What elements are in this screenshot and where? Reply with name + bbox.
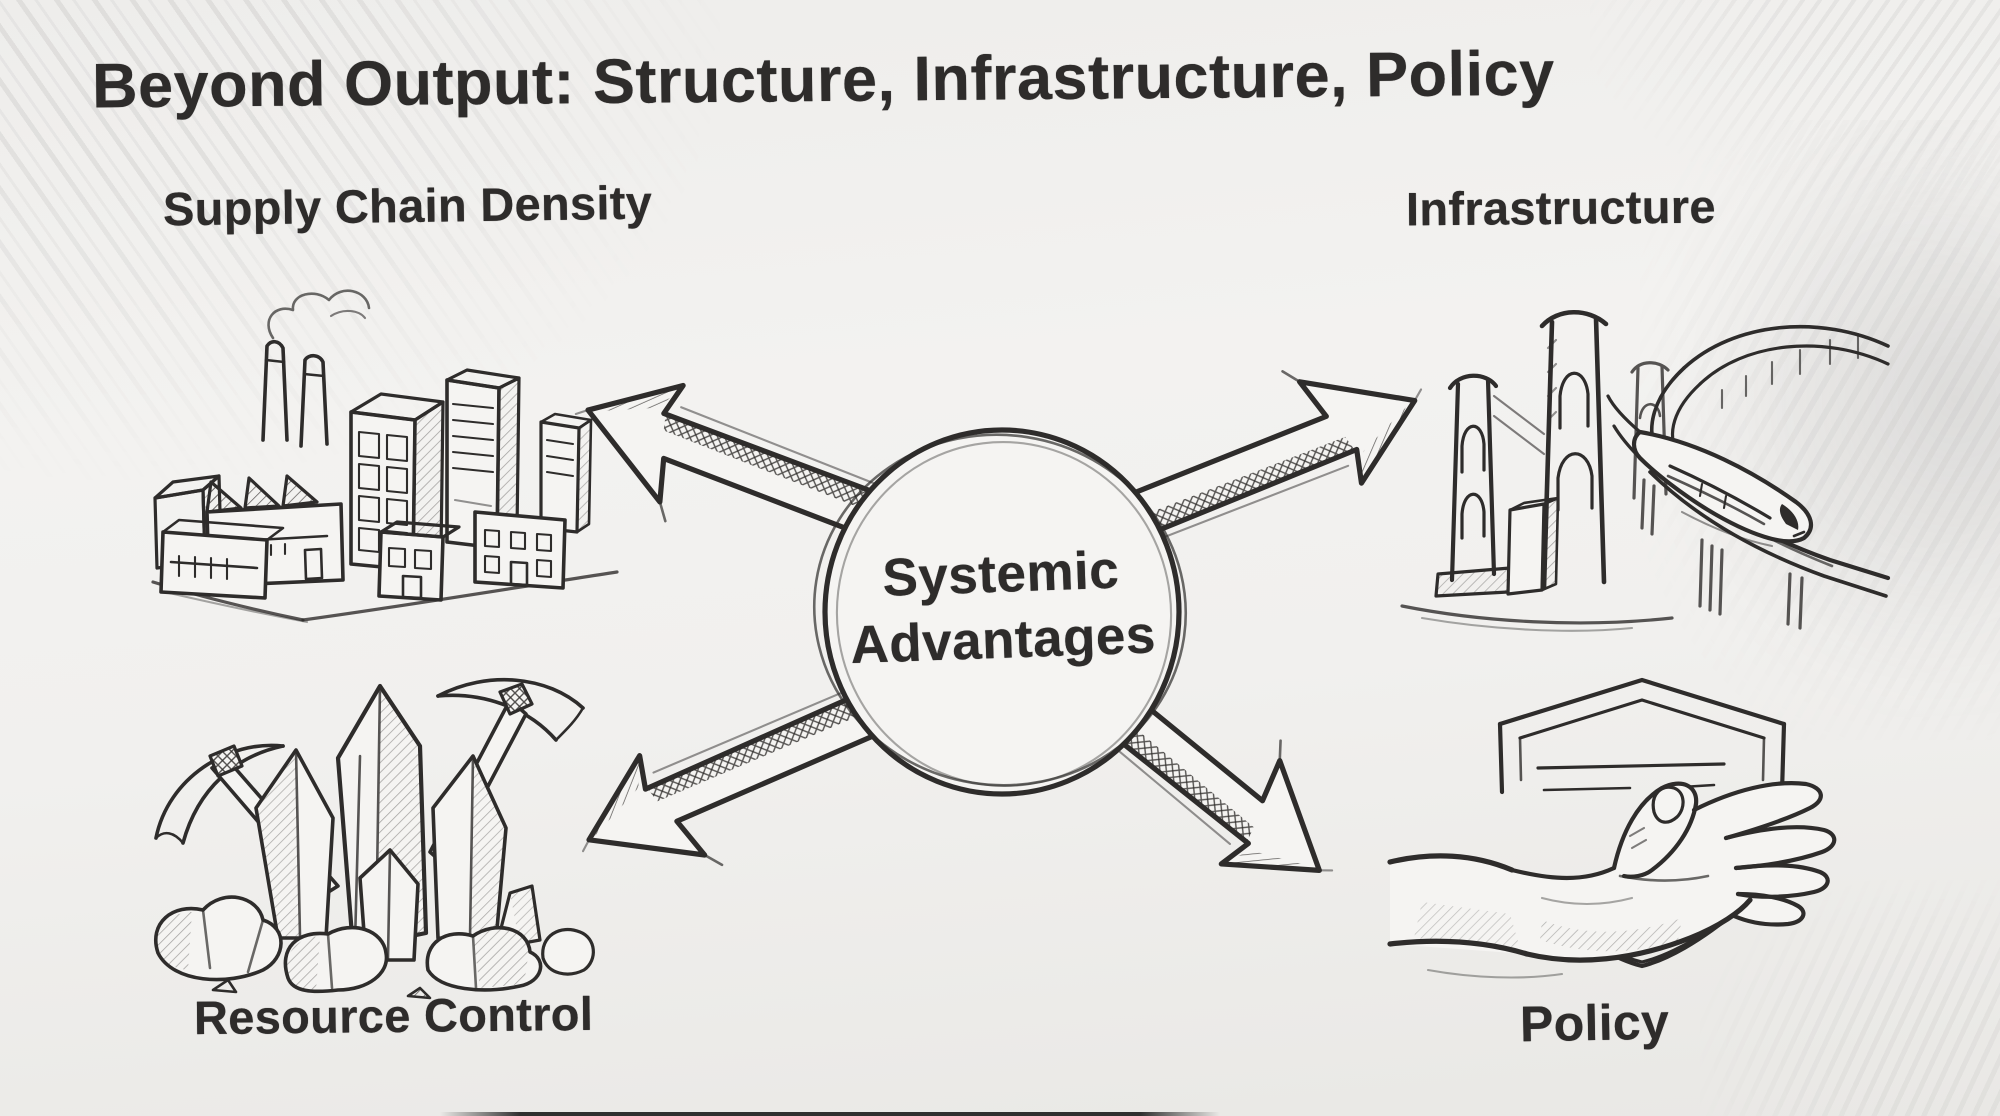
center-circle <box>812 427 1188 797</box>
bottom-edge-bar <box>0 1112 2000 1116</box>
label-policy: Policy <box>1519 993 1670 1053</box>
page-title: Beyond Output: Structure, Infrastructure… <box>91 38 1555 122</box>
arrow-top-right-icon <box>1110 370 1423 549</box>
hand-shield-icon <box>1387 677 1837 979</box>
center-label-line1: Systemic <box>881 540 1121 608</box>
arrow-top-left-icon <box>574 382 890 542</box>
center-label-line2: Advantages <box>849 605 1157 676</box>
label-supply-chain-density: Supply Chain Density <box>162 175 653 236</box>
arrow-bottom-right-icon <box>1105 693 1334 873</box>
label-resource-control: Resource Control <box>193 986 594 1045</box>
crystals-pickaxes-icon <box>154 678 595 1000</box>
arrows-group <box>574 370 1423 873</box>
center-circle-label: Systemic Advantages <box>847 536 1157 679</box>
factory-city-icon <box>151 289 619 624</box>
arrow-bottom-left-icon <box>581 683 889 867</box>
bridge-train-icon <box>1400 310 1891 632</box>
label-infrastructure: Infrastructure <box>1405 179 1717 236</box>
